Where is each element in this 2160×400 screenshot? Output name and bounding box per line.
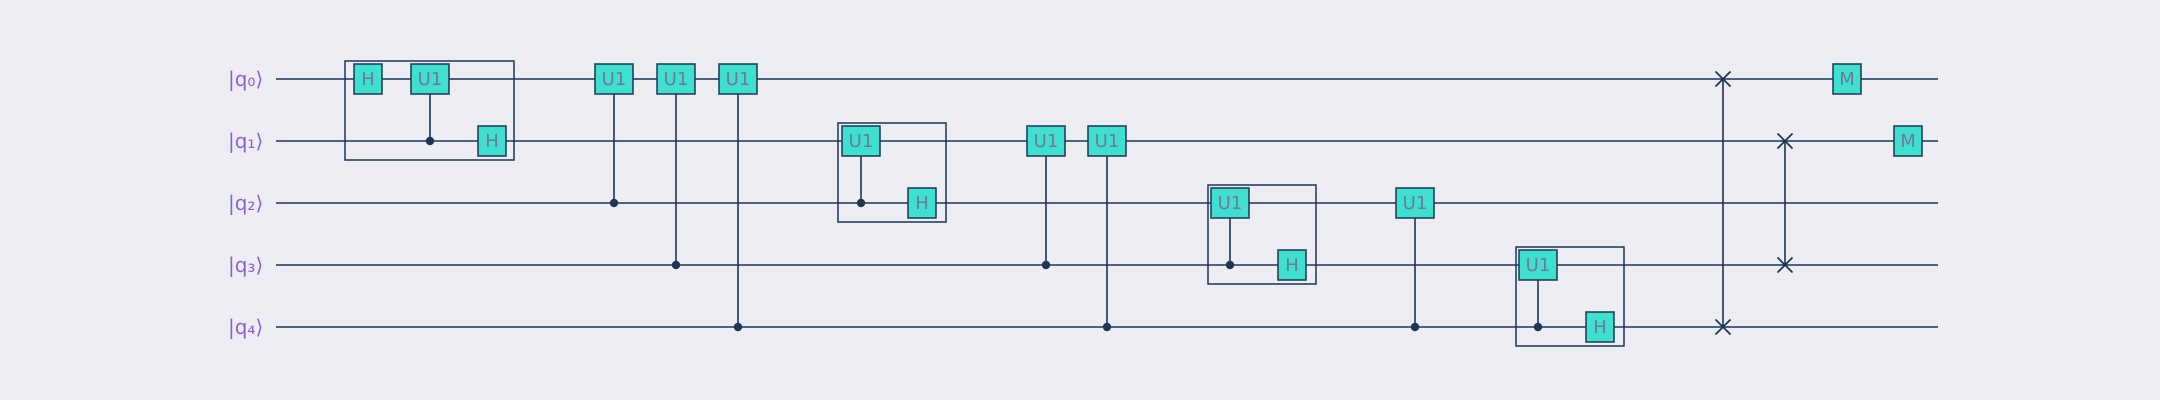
u1-gate-13-box — [1210, 187, 1250, 219]
u1-gate-8-box — [841, 125, 881, 157]
qubit-label-q3: |q₃⟩ — [228, 253, 263, 277]
measure-gate-21-label: M — [1839, 69, 1855, 90]
u1-gate-17-label: U1 — [1526, 255, 1551, 276]
measure-gate-21: M — [1832, 63, 1862, 95]
u1-gate-10-box — [1026, 125, 1066, 157]
qubit-label-q1: |q₁⟩ — [228, 129, 263, 153]
u1-gate-13-control-dot — [1225, 260, 1235, 270]
u1-gate-15-control-dot — [1410, 322, 1420, 332]
gate-group-7 — [837, 122, 947, 223]
hadamard-gate-9-box — [907, 187, 937, 219]
u1-gate-17: U1 — [1518, 249, 1558, 281]
u1-gate-2-label: U1 — [418, 69, 443, 90]
u1-gate-11-control-dot — [1102, 322, 1112, 332]
hadamard-gate-3-box — [477, 125, 507, 157]
u1-gate-15-box — [1395, 187, 1435, 219]
u1-gate-17-box — [1518, 249, 1558, 281]
u1-gate-13-label: U1 — [1218, 193, 1243, 214]
u1-gate-5-label: U1 — [664, 69, 689, 90]
u1-gate-13: U1 — [1210, 187, 1250, 219]
u1-gate-2-control-dot — [425, 136, 435, 146]
gate-group-12 — [1207, 184, 1317, 285]
swap-gate-19-cross-0 — [1714, 70, 1732, 88]
hadamard-gate-18-box — [1585, 311, 1615, 343]
u1-gate-4: U1 — [594, 63, 634, 95]
hadamard-gate-1: H — [353, 63, 383, 95]
u1-gate-11-box — [1087, 125, 1127, 157]
qubit-label-q0: |q₀⟩ — [228, 67, 263, 91]
u1-gate-2-box — [410, 63, 450, 95]
u1-gate-8-control-dot — [856, 198, 866, 208]
measure-gate-21-box — [1832, 63, 1862, 95]
hadamard-gate-3: H — [477, 125, 507, 157]
u1-gate-10-label: U1 — [1034, 131, 1059, 152]
u1-gate-11-label: U1 — [1095, 131, 1120, 152]
u1-gate-5-box — [656, 63, 696, 95]
u1-gate-8: U1 — [841, 125, 881, 157]
hadamard-gate-18: H — [1585, 311, 1615, 343]
u1-gate-4-box — [594, 63, 634, 95]
u1-gate-8-label: U1 — [849, 131, 874, 152]
swap-gate-20-cross-0 — [1776, 132, 1794, 150]
hadamard-gate-1-box — [353, 63, 383, 95]
qubit-label-q2: |q₂⟩ — [228, 191, 263, 215]
measure-gate-22-box — [1893, 125, 1923, 157]
measure-gate-22: M — [1893, 125, 1923, 157]
hadamard-gate-1-label: H — [361, 69, 375, 90]
gate-group-16 — [1515, 246, 1625, 347]
u1-gate-2: U1 — [410, 63, 450, 95]
u1-gate-6-box — [718, 63, 758, 95]
hadamard-gate-9: H — [907, 187, 937, 219]
u1-gate-15-label: U1 — [1403, 193, 1428, 214]
qubit-label-q4: |q₄⟩ — [228, 315, 263, 339]
u1-gate-4-control-dot — [609, 198, 619, 208]
u1-gate-5: U1 — [656, 63, 696, 95]
u1-gate-6-control-dot — [733, 322, 743, 332]
u1-gate-4-label: U1 — [602, 69, 627, 90]
u1-gate-15: U1 — [1395, 187, 1435, 219]
hadamard-gate-14-label: H — [1285, 255, 1299, 276]
hadamard-gate-14-box — [1277, 249, 1307, 281]
hadamard-gate-3-label: H — [485, 131, 499, 152]
u1-gate-11: U1 — [1087, 125, 1127, 157]
u1-gate-6-label: U1 — [726, 69, 751, 90]
u1-gate-5-control-dot — [671, 260, 681, 270]
measure-gate-22-label: M — [1900, 131, 1916, 152]
hadamard-gate-9-label: H — [915, 193, 929, 214]
swap-gate-20-cross-1 — [1776, 256, 1794, 274]
hadamard-gate-14: H — [1277, 249, 1307, 281]
u1-gate-6: U1 — [718, 63, 758, 95]
u1-gate-10-control-dot — [1041, 260, 1051, 270]
u1-gate-17-control-dot — [1533, 322, 1543, 332]
qubit-labels: |q₀⟩ |q₁⟩ |q₂⟩ |q₃⟩ |q₄⟩ — [228, 67, 263, 339]
swap-gate-19-cross-1 — [1714, 318, 1732, 336]
gate-group-0 — [344, 60, 515, 161]
hadamard-gate-18-label: H — [1593, 317, 1607, 338]
u1-gate-10: U1 — [1026, 125, 1066, 157]
